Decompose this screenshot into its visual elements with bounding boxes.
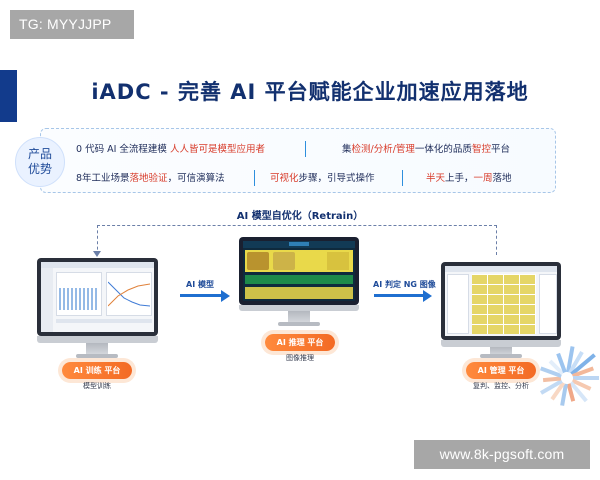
advantage-text: 上手， (445, 173, 474, 184)
monitor-stand (86, 343, 108, 355)
monitor-base (76, 354, 118, 358)
advantage-text: ，可信演算法 (167, 173, 225, 184)
retrain-label: AI 模型自优化（Retrain） (236, 211, 364, 222)
advantage-highlight: 半天 (426, 173, 446, 184)
advantage-text: 平台 (490, 144, 510, 155)
arrow-label-ng: AI 判定 NG 图像 (373, 280, 436, 289)
monitor-chin (441, 340, 561, 347)
platform-pill-inference: AI 推理 平台 (265, 334, 335, 351)
platform-sub-training: 模型训练 (83, 382, 111, 390)
advantage-item: 可视化步骤，引导式操作 (270, 170, 375, 184)
monitor-base (480, 354, 522, 358)
accent-bar (0, 70, 17, 122)
arrow-line-right (374, 294, 424, 297)
monitor-chin (239, 305, 359, 311)
advantages-row-2: 8年工业场景落地验证，可信演算法 可视化步骤，引导式操作 半天上手，一周落地 (76, 170, 546, 188)
advantage-item: 8年工业场景落地验证，可信演算法 (76, 170, 225, 184)
arrow-label-model: AI 模型 (186, 280, 214, 289)
watermark-badge-top: TG: MYYJJPP (10, 10, 134, 39)
inference-screen-content (243, 241, 355, 301)
retrain-arrow-head (93, 251, 101, 257)
monitor-screen (37, 258, 158, 336)
watermark-badge-bottom: www.8k-pgsoft.com (414, 440, 590, 469)
monitor-screen (239, 237, 359, 305)
advantage-item: 集检测/分析/管理一体化的品质智控平台 (342, 141, 510, 155)
advantages-label-line2: 优势 (27, 162, 52, 176)
platform-pill-training: AI 训练 平台 (62, 362, 132, 379)
page-title: iADC - 完善 AI 平台赋能企业加速应用落地 (91, 80, 529, 104)
advantages-panel (40, 128, 556, 193)
advantage-text: 8年工业场景 (76, 173, 130, 184)
separator (305, 141, 306, 157)
retrain-loop-line (97, 225, 497, 255)
advantage-text: 步骤，引导式操作 (298, 173, 375, 184)
advantage-highlight: 可视化 (270, 173, 299, 184)
advantages-row-1: 0 代码 AI 全流程建模 人人皆可是模型应用者 集检测/分析/管理一体化的品质… (76, 141, 546, 159)
decorative-burst (540, 346, 599, 406)
monitor-screen (441, 262, 561, 340)
arrow-line-left (180, 294, 222, 297)
platform-sub-inference: 图像推理 (286, 354, 314, 362)
separator (254, 170, 255, 186)
training-curve-icon (108, 281, 150, 307)
separator (402, 170, 403, 186)
advantage-highlight: 检测/分析/管理 (351, 144, 415, 155)
advantage-text: 一体化的品质 (414, 144, 472, 155)
advantage-item: 半天上手，一周落地 (426, 170, 512, 184)
monitor-base (278, 322, 320, 326)
advantage-highlight: 智控 (471, 144, 491, 155)
arrow-right-icon (423, 290, 432, 302)
monitor-stand (288, 311, 310, 323)
monitor-stand (490, 347, 512, 356)
management-screen-content (445, 266, 557, 336)
training-screen-content (41, 262, 154, 332)
monitor-chin (37, 336, 158, 343)
advantages-label-line1: 产品 (27, 147, 52, 161)
advantage-text: 落地 (492, 173, 512, 184)
advantage-highlight: 落地验证 (129, 173, 168, 184)
advantage-text: 0 代码 AI 全流程建模 (76, 144, 170, 155)
advantages-label: 产品 优势 (15, 137, 65, 187)
advantage-highlight: 人人皆可是模型应用者 (169, 144, 265, 155)
arrow-right-icon (221, 290, 230, 302)
platform-sub-management: 复判、监控、分析 (473, 382, 529, 390)
advantage-highlight: 一周 (473, 173, 493, 184)
advantage-text: 集 (342, 144, 352, 155)
advantage-item: 0 代码 AI 全流程建模 人人皆可是模型应用者 (76, 141, 265, 155)
platform-pill-management: AI 管理 平台 (466, 362, 536, 379)
